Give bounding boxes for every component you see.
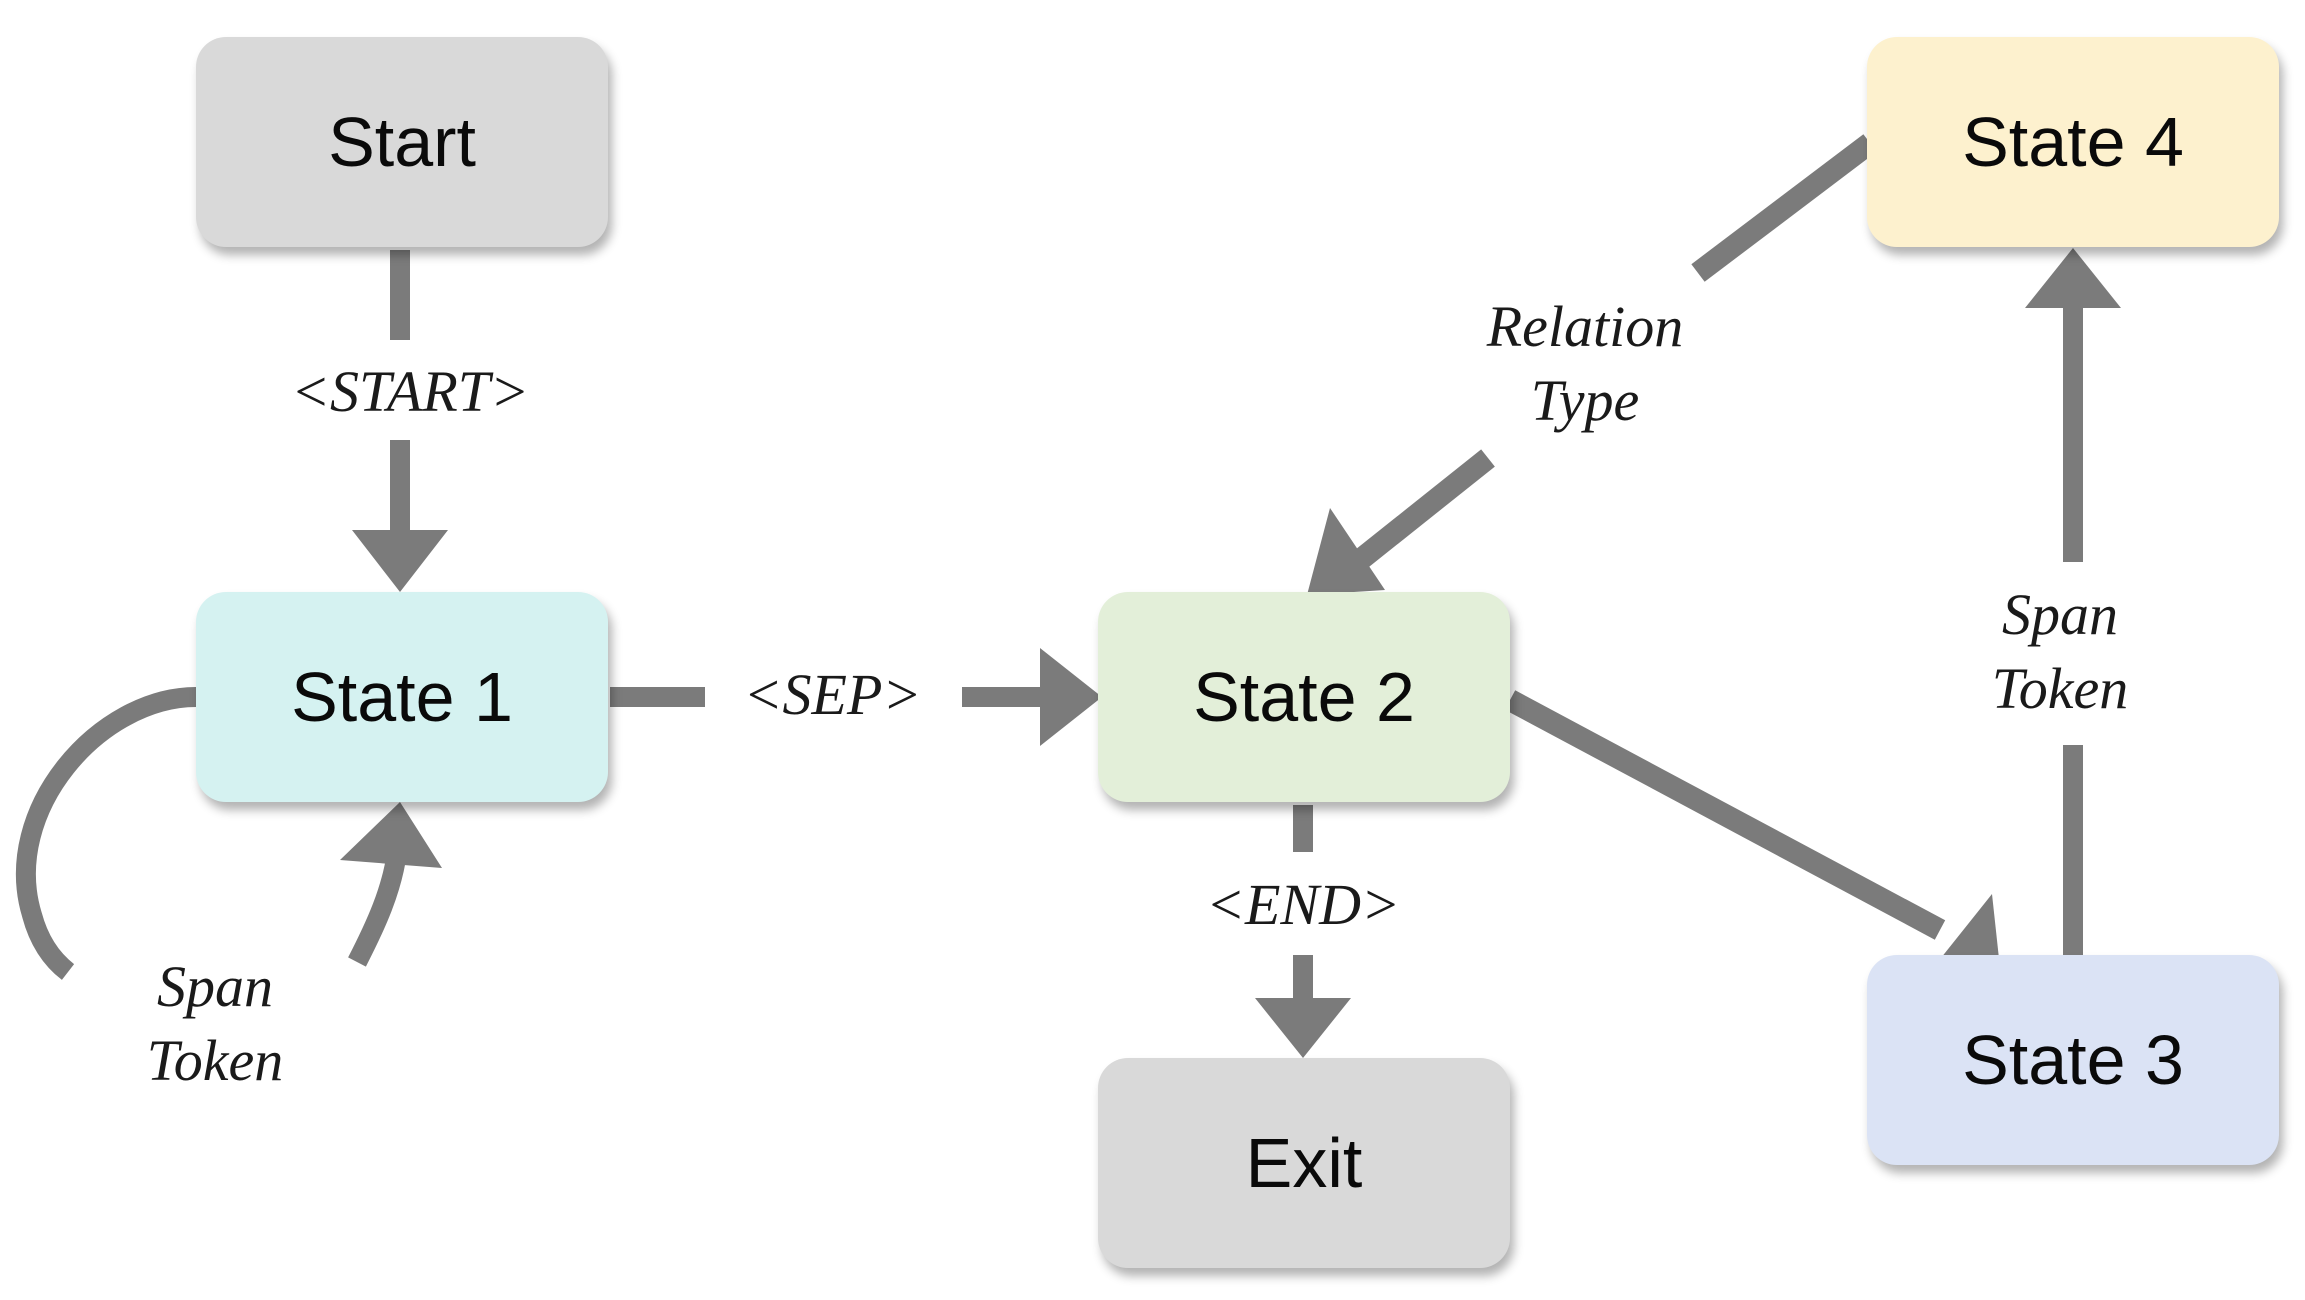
label-sep-edge: <SEP> xyxy=(743,662,922,727)
label-relation-type-line1: Relation xyxy=(1486,294,1684,359)
label-state3-to-state4-line2: Token xyxy=(1991,656,2129,721)
edge-state1-self-loop-return xyxy=(348,850,407,967)
arrowhead-state2-top xyxy=(1307,508,1385,595)
node-state1: State 1 xyxy=(196,592,608,802)
label-state3-to-state4: Span Token xyxy=(1935,578,2185,726)
edge-state4-to-state2-lower xyxy=(1353,449,1495,569)
label-state1-loop-line2: Token xyxy=(146,1028,284,1093)
edge-state4-to-state2-upper xyxy=(1691,134,1877,282)
label-end-edge: <END> xyxy=(1205,872,1401,937)
node-state3: State 3 xyxy=(1867,955,2279,1165)
label-state1-loop: Span Token xyxy=(95,950,335,1098)
label-relation-type: Relation Type xyxy=(1440,290,1730,438)
node-start: Start xyxy=(196,37,608,247)
arrowhead-state1-bottom xyxy=(340,802,442,868)
label-state1-loop-line1: Span xyxy=(157,954,273,1019)
label-start-edge: <START> xyxy=(290,359,530,424)
node-exit: Exit xyxy=(1098,1058,1510,1268)
node-state4: State 4 xyxy=(1867,37,2279,247)
edge-state2-to-state3 xyxy=(1504,690,1946,940)
label-relation-type-line2: Type xyxy=(1530,368,1640,433)
edge-state1-self-loop xyxy=(16,687,197,980)
arrowhead-state2-left xyxy=(1040,648,1102,746)
label-state3-to-state4-line1: Span xyxy=(2002,582,2118,647)
node-state2: State 2 xyxy=(1098,592,1510,802)
arrowhead-state1-top xyxy=(352,530,448,592)
arrowhead-exit-top xyxy=(1255,998,1351,1058)
arrowhead-state4-bottom xyxy=(2025,248,2121,308)
